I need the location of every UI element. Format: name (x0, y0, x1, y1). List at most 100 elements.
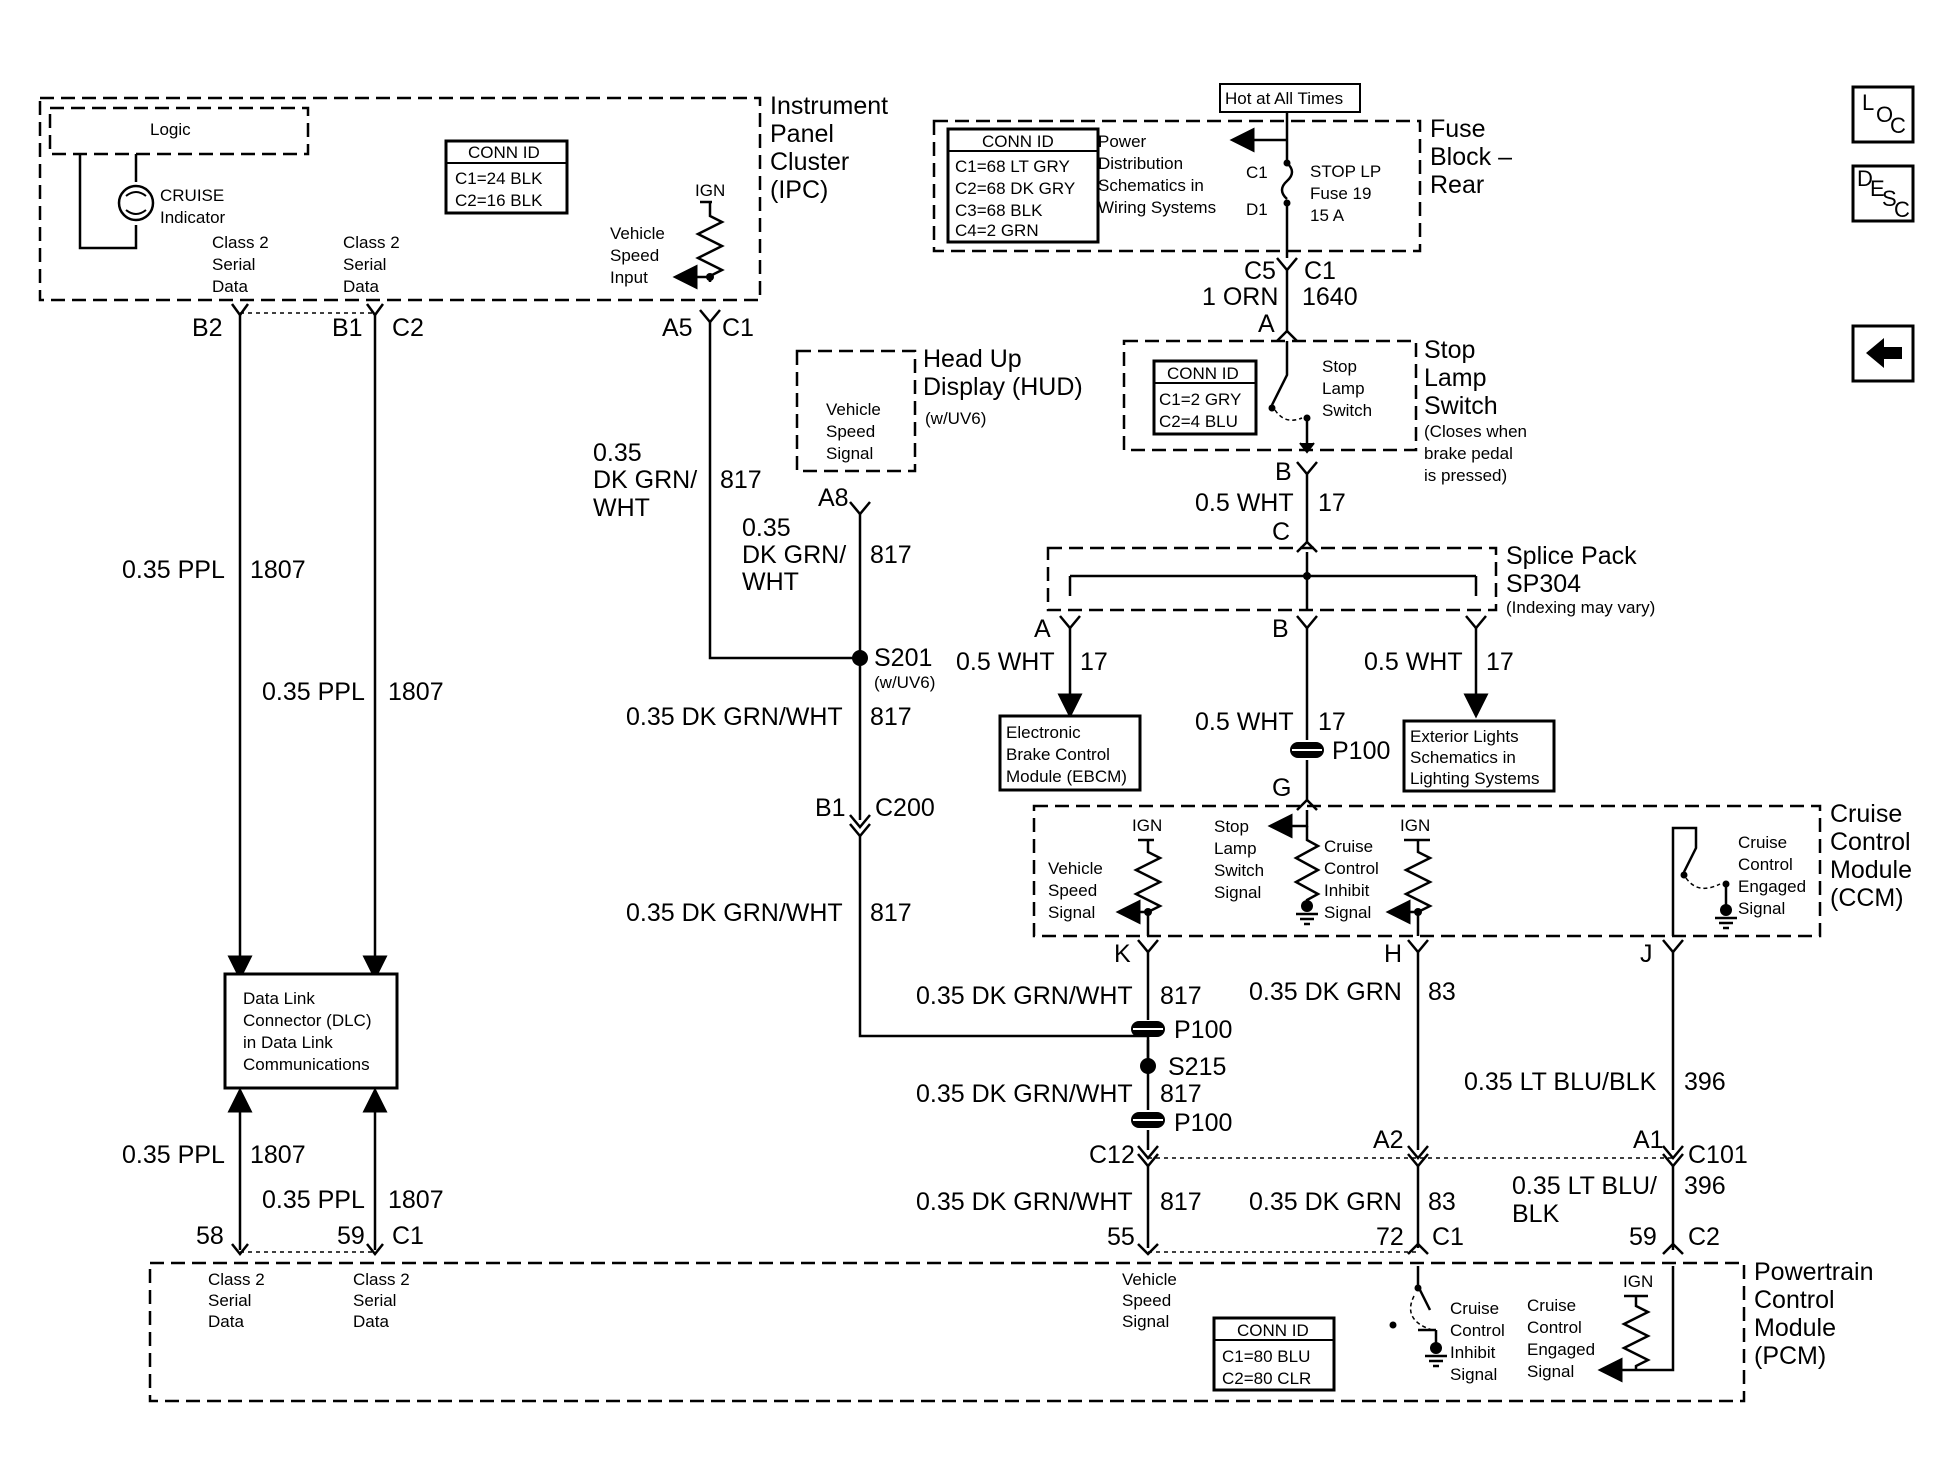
wires-dkgrnwht-b-label: DK GRN/ (593, 466, 697, 494)
pins-pcm-c2-label: C2 (1688, 1223, 1720, 1251)
wires-wht17-label: 0.5 WHT (1364, 648, 1463, 676)
modules-hud-l2-label: Display (HUD) (923, 373, 1083, 401)
ipc-module: Logic CRUISE Indicator Class 2 Serial Da… (38, 92, 888, 302)
modules-pcm-c2sd-a-1-label: Serial (208, 1291, 251, 1310)
dlc-box: Data Link Connector (DLC) in Data Link C… (223, 972, 399, 1090)
pins-a1-label: A1 (1633, 1126, 1664, 1154)
modules-ipc-l4-label: (IPC) (770, 176, 828, 204)
wires-orn-ckt-label: 1640 (1302, 283, 1358, 311)
modules-ccm-ign-label: IGN (1132, 816, 1162, 835)
modules-ccm-sls-2-label: Switch (1214, 861, 1264, 880)
modules-ipc-l3-label: Cluster (770, 148, 849, 176)
pins-ccm-h-label: H (1384, 940, 1402, 968)
modules-pcm-conn-c1-label: C1=80 BLU (1222, 1347, 1310, 1366)
modules-pcm-cci-0-label: Cruise (1450, 1299, 1499, 1318)
splices-p100-label: P100 (1174, 1109, 1232, 1137)
wires-dkgrnwht-label: 0.35 DK GRN/WHT (916, 1080, 1133, 1108)
modules-pcm-c2sd-b-1-label: Serial (353, 1291, 396, 1310)
modules-pcm-c2sd-b-2-label: Data (353, 1312, 389, 1331)
wires-ltblu-a-label: 0.35 LT BLU/ (1512, 1172, 1657, 1200)
wires-ckt17-label: 17 (1080, 648, 1108, 676)
modules-ipc-l2-label: Panel (770, 120, 834, 148)
modules-ccm-vss-0-label: Vehicle (1048, 859, 1103, 878)
modules-ccm-sls-3-label: Signal (1214, 883, 1261, 902)
wires-ckt17-label: 17 (1486, 648, 1514, 676)
wires-dkgrnwht-label: 0.35 DK GRN/WHT (626, 703, 843, 731)
wires-dkgrn-label: 0.35 DK GRN (1249, 978, 1402, 1006)
pins-ipc-a5-label: A5 (662, 314, 693, 342)
splice-pack-sp304: Splice Pack SP304 (Indexing may vary) (1046, 542, 1655, 617)
wires-dkgrnwht-label: 0.35 DK GRN/WHT (916, 1188, 1133, 1216)
modules-ccm-cce-3-label: Signal (1738, 899, 1785, 918)
modules-ipc-conn-title-label: CONN ID (468, 143, 540, 162)
modules-ext-2-label: Lighting Systems (1410, 769, 1539, 788)
modules-pcm-conn-c2-label: C2=80 CLR (1222, 1369, 1311, 1388)
modules-pcm-ign-label: IGN (1623, 1272, 1653, 1291)
modules-splice-l1-label: Splice Pack (1506, 542, 1637, 570)
wires-dkgrn-label: 0.35 DK GRN (1249, 1188, 1402, 1216)
wires-ckt817-label: 817 (870, 899, 912, 927)
wires-dkgrnwht-a-label: 0.35 (593, 439, 642, 467)
pins-ipc-b2-label: B2 (192, 314, 223, 342)
pins-sp-c-label: C (1272, 518, 1290, 546)
modules-ipc-conn-c2-label: C2=16 BLK (455, 191, 543, 210)
modules-stop-l2-label: Lamp (1424, 364, 1487, 392)
wires-ckt17-label: 17 (1318, 489, 1346, 517)
pins-c12-label: C12 (1089, 1141, 1135, 1169)
splice-s215 (1140, 1058, 1156, 1074)
modules-dlc-3-label: Communications (243, 1055, 370, 1074)
modules-hud-vss-0-label: Vehicle (826, 400, 881, 419)
modules-stop-note-0-label: (Closes when (1424, 422, 1527, 441)
pcm-module: Class 2 Serial Data Class 2 Serial Data … (148, 1258, 1874, 1403)
modules-fuse-power-0-label: Power (1098, 132, 1147, 151)
ccm-module: IGN Vehicle Speed Signal Stop Lamp Switc… (1032, 800, 1912, 938)
splices-p100-label: P100 (1332, 737, 1390, 765)
modules-splice-l2-label: SP304 (1506, 570, 1581, 598)
modules-fuse-conn-3-label: C4=2 GRN (955, 221, 1039, 240)
wires-dkgrnwht-a-label: 0.35 (742, 514, 791, 542)
splice-s201 (852, 650, 868, 666)
pins-fuse-c5-label: C5 (1244, 257, 1276, 285)
modules-fuse-power-3-label: Wiring Systems (1098, 198, 1216, 217)
nav-desc-s-label: S (1882, 186, 1897, 211)
wires-ppl-label: 0.35 PPL (122, 1141, 225, 1169)
desc-button[interactable]: D E S C (1851, 164, 1915, 223)
modules-fuse-power-2-label: Schematics in (1098, 176, 1204, 195)
wires-ckt817-label: 817 (1160, 1188, 1202, 1216)
splices-s201-note-label: (w/UV6) (874, 673, 935, 692)
hud-module: Vehicle Speed Signal Head Up Display (HU… (795, 345, 1083, 473)
pins-pcm-58-label: 58 (196, 1222, 224, 1250)
wires-ckt1807-label: 1807 (250, 556, 306, 584)
modules-pcm-l4-label: (PCM) (1754, 1342, 1826, 1370)
modules-ccm-vss-2-label: Signal (1048, 903, 1095, 922)
modules-pcm-l3-label: Module (1754, 1314, 1836, 1342)
modules-ipc-vsi-1-label: Speed (610, 246, 659, 265)
wires-dkgrnwht-label: 0.35 DK GRN/WHT (626, 899, 843, 927)
wires-dkgrnwht-label: 0.35 DK GRN/WHT (916, 982, 1133, 1010)
pins-pcm-59b-label: 59 (1629, 1223, 1657, 1251)
modules-fuse-fuse-2-label: 15 A (1310, 206, 1345, 225)
pins-stop-b-label: B (1275, 458, 1292, 486)
modules-stop-note-2-label: is pressed) (1424, 466, 1507, 485)
wires-ckt1807-label: 1807 (388, 678, 444, 706)
modules-fuse-conn-title-label: CONN ID (982, 132, 1054, 151)
modules-ipc-c2sd-a-0-label: Class 2 (212, 233, 269, 252)
modules-hud-vss-1-label: Speed (826, 422, 875, 441)
ebcm-box: Electronic Brake Control Module (EBCM) (998, 714, 1142, 792)
wires-wht17-label: 0.5 WHT (1195, 489, 1294, 517)
modules-ccm-ign-label: IGN (1400, 816, 1430, 835)
pins-ipc-c1-label: C1 (722, 314, 754, 342)
wires-ckt817-label: 817 (1160, 982, 1202, 1010)
modules-ebcm-0-label: Electronic (1006, 723, 1081, 742)
modules-fuse-power-1-label: Distribution (1098, 154, 1183, 173)
wires-ckt817-label: 817 (720, 466, 762, 494)
loc-button[interactable]: L O C (1851, 85, 1915, 144)
wires-ppl-label: 0.35 PPL (262, 678, 365, 706)
modules-ccm-sls-0-label: Stop (1214, 817, 1249, 836)
modules-pcm-cci-3-label: Signal (1450, 1365, 1497, 1384)
modules-pcm-cce-3-label: Signal (1527, 1362, 1574, 1381)
modules-ipc-logic-label: Logic (150, 120, 191, 139)
back-arrow-button[interactable] (1851, 324, 1915, 383)
modules-ccm-cce-1-label: Control (1738, 855, 1793, 874)
modules-pcm-l1-label: Powertrain (1754, 1258, 1874, 1286)
